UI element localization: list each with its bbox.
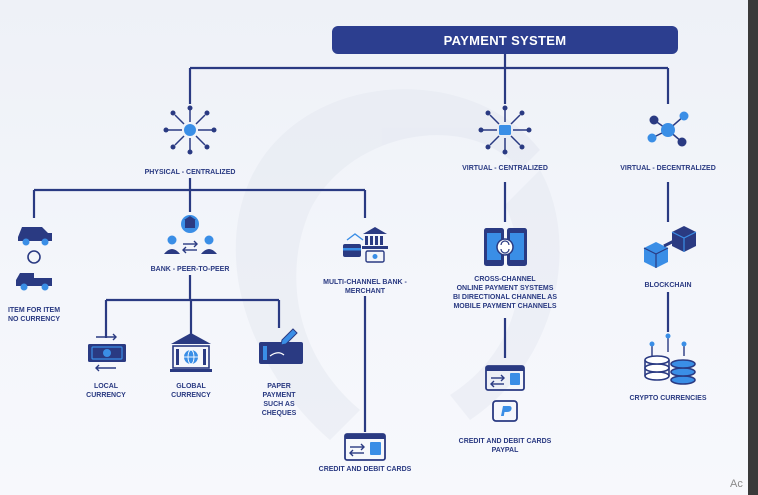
virtual-centralized-label: VIRTUAL - CENTRALIZED	[462, 165, 548, 172]
blockchain-label: BLOCKCHAIN	[644, 282, 692, 289]
local-currency-label: LOCAL CURRENCY	[86, 383, 126, 399]
coin-stack-icon	[644, 333, 696, 385]
page-title: PAYMENT SYSTEM	[332, 26, 678, 54]
window-edge	[748, 0, 758, 495]
bank-transfer-icon	[164, 215, 217, 254]
cheque-icon	[259, 328, 303, 364]
crypto-currencies-label: CRYPTO CURRENCIES	[629, 395, 707, 402]
network-hub-icon	[478, 105, 532, 155]
phone-exchange-icon	[484, 228, 527, 266]
banknote-icon	[88, 333, 126, 372]
paper-payment-label: PAPER PAYMENT SUCH AS CHEQUES	[261, 383, 297, 417]
blockchain-icon	[643, 226, 697, 268]
credit-debit-paypal-label: CREDIT AND DEBIT CARDS PAYPAL	[458, 438, 552, 454]
car-exchange-icon	[16, 227, 52, 291]
globe-bank-icon	[170, 333, 212, 372]
physical-centralized-label: PHYSICAL - CENTRALIZED	[144, 169, 236, 176]
multi-channel-bank-label: MULTI-CHANNEL BANK - MERCHANT	[323, 279, 407, 295]
credit-debit-cards-label: CREDIT AND DEBIT CARDS	[318, 466, 412, 473]
bank-card-icon	[343, 227, 388, 263]
network-nodes-icon	[647, 111, 689, 147]
cross-channel-label: CROSS-CHANNEL ONLINE PAYMENT SYSTEMS BI …	[452, 276, 558, 310]
connector-lines	[32, 54, 670, 432]
bank-peer-to-peer-label: BANK - PEER-TO-PEER	[150, 266, 230, 273]
item-for-item-label: ITEM FOR ITEM NO CURRENCY	[7, 307, 61, 323]
global-currency-label: GLOBAL CURRENCY	[171, 383, 211, 399]
background-swirl	[235, 89, 560, 440]
card-reader-icon	[344, 433, 386, 461]
edge-text: Ac	[730, 478, 743, 490]
network-hub-icon	[163, 105, 217, 155]
virtual-decentralized-label: VIRTUAL - DECENTRALIZED	[620, 165, 716, 172]
card-paypal-icon	[485, 365, 525, 422]
